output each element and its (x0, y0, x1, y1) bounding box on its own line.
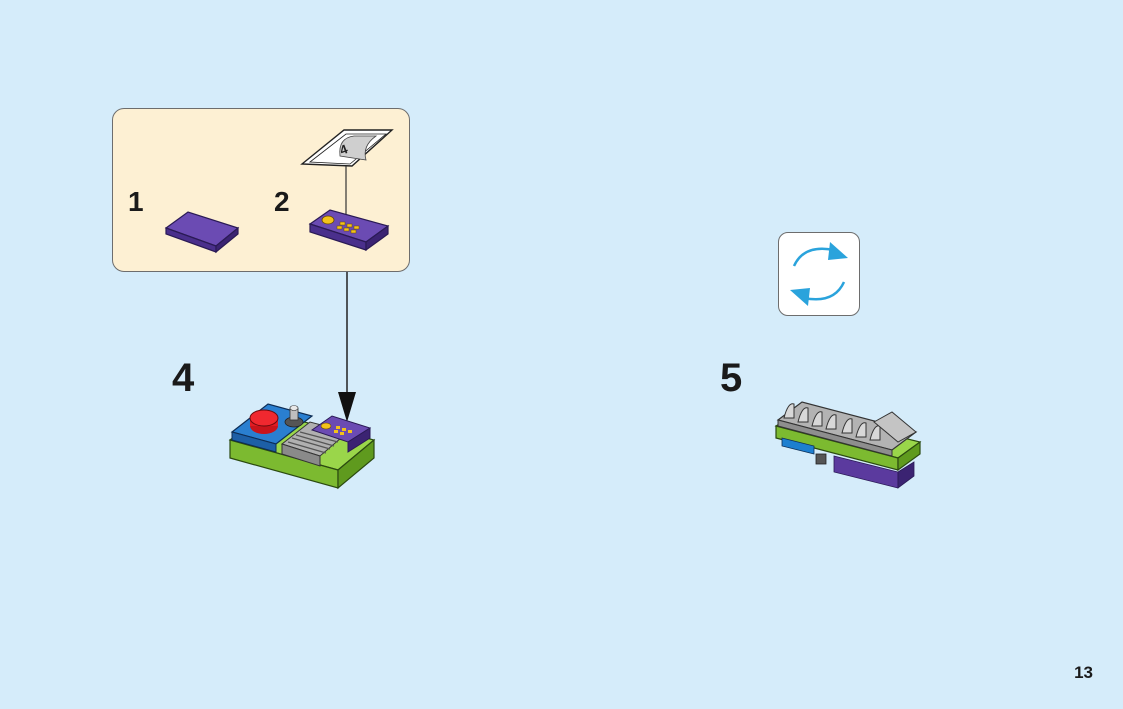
down-arrow-icon (338, 272, 356, 422)
step-number-4: 4 (172, 356, 195, 400)
step-number-5: 5 (720, 356, 743, 400)
rotate-icon (790, 242, 848, 306)
sticker-icon (300, 129, 394, 220)
sub-step-number-1: 1 (128, 186, 144, 217)
step-5-assembly (774, 401, 922, 489)
step-4-assembly (228, 403, 376, 490)
printed-tile-piece (308, 209, 390, 252)
page-number: 13 (1074, 663, 1093, 682)
purple-tile-piece (164, 211, 240, 254)
rotate-callout (778, 232, 860, 316)
sub-step-number-2: 2 (274, 186, 290, 217)
